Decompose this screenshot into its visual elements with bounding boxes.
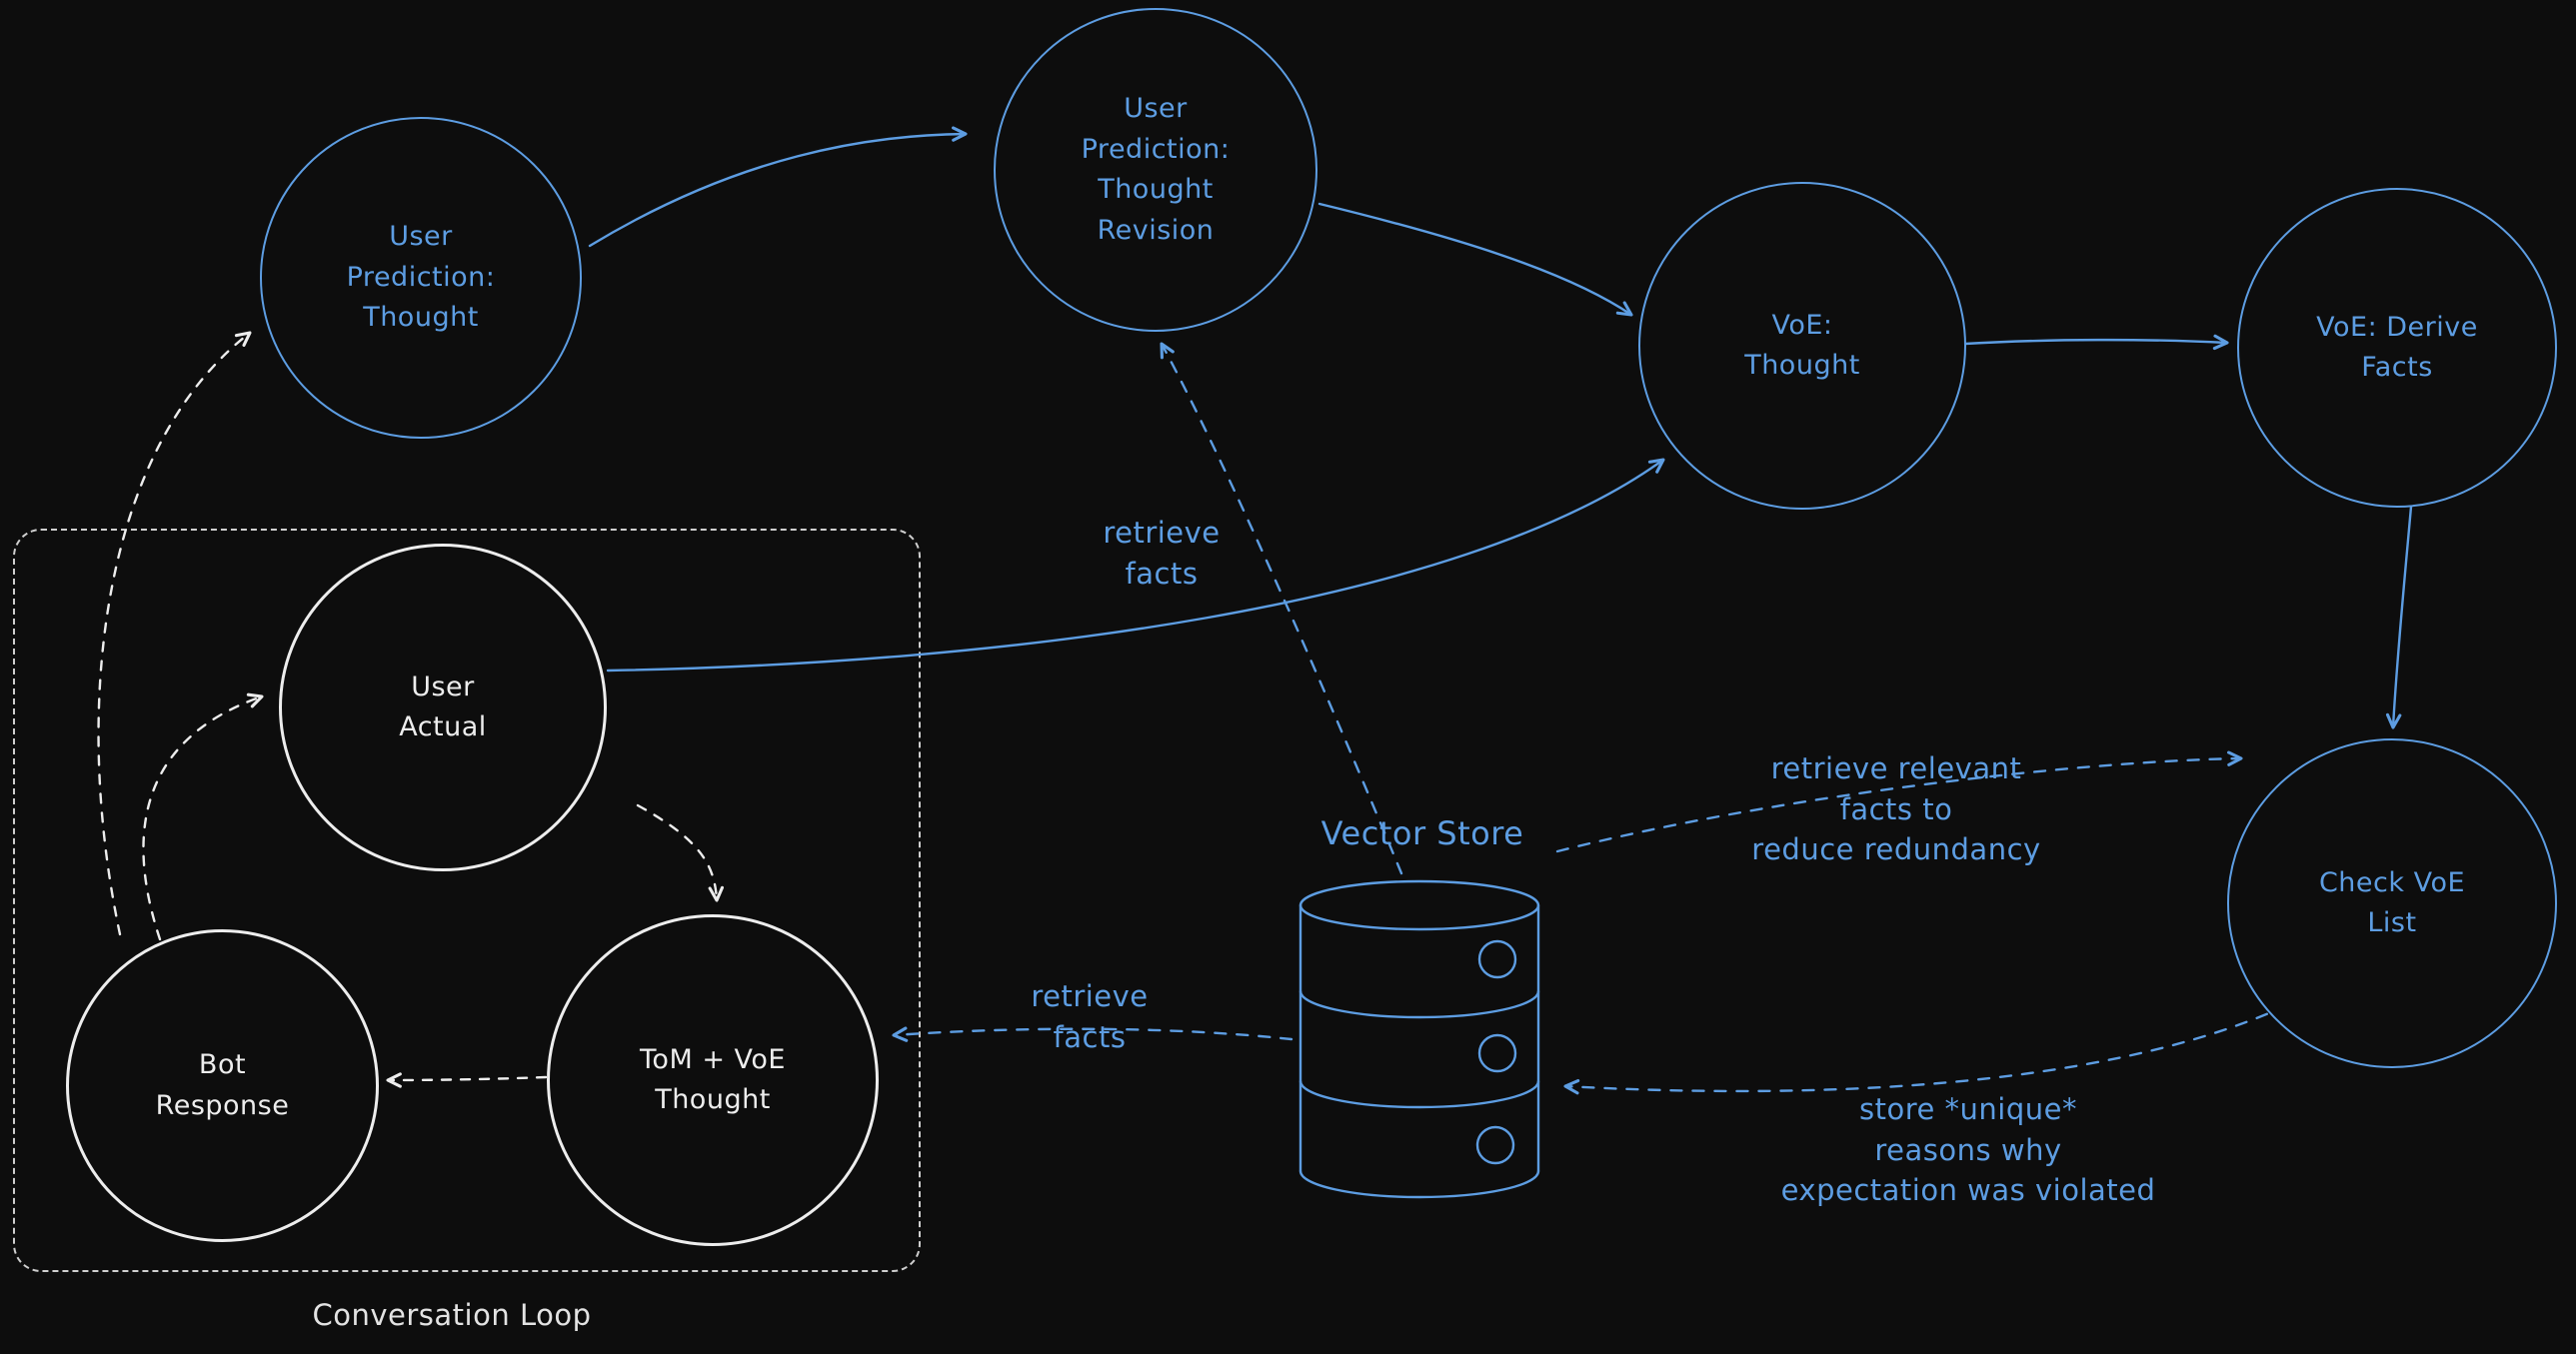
- node-label: ToM + VoE Thought: [640, 1043, 786, 1116]
- retrieve-facts-side-label: retrieve facts: [1031, 979, 1149, 1054]
- cylinder-dot-2: [1477, 1033, 1517, 1073]
- node-voe-derive-facts: VoE: Derive Facts: [2237, 188, 2557, 508]
- retrieve-relevant-label: retrieve relevant facts to reduce redund…: [1751, 751, 2041, 867]
- arrow-user-actual-to-tom: [636, 803, 725, 902]
- arrow-store-to-revision-retrieve: [1160, 342, 1403, 875]
- node-voe-thought: VoE: Thought: [1638, 182, 1966, 510]
- cylinder-bottom: [1298, 1169, 1540, 1199]
- arrow-store-to-tom-retrieve: [892, 1026, 1293, 1042]
- node-label: User Prediction: Thought: [346, 221, 496, 334]
- cylinder-divider-1: [1298, 989, 1540, 1019]
- conversation-loop-box: [13, 529, 921, 1272]
- dashed-blue-arrows: [892, 342, 2289, 1095]
- retrieve-facts-top-label: retrieve facts: [1103, 516, 1221, 591]
- arrow-voe-thought-to-derive-facts: [1963, 334, 2229, 351]
- arrow-prediction-to-revision: [588, 126, 968, 248]
- vector-store-icon: [1298, 879, 1540, 1199]
- arrow-bot-response-to-user-actual: [142, 692, 264, 941]
- cylinder-divider-2: [1298, 1079, 1540, 1109]
- node-label: VoE: Thought: [1744, 309, 1860, 382]
- node-label: Bot Response: [155, 1049, 290, 1121]
- node-user-prediction-thought-revision: User Prediction: Thought Revision: [994, 8, 1317, 332]
- cylinder-dot-1: [1477, 939, 1517, 979]
- node-user-prediction-thought: User Prediction: Thought: [260, 117, 582, 439]
- arrow-tom-to-bot-response: [386, 1072, 548, 1088]
- node-user-actual: User Actual: [279, 544, 607, 871]
- node-label: Check VoE List: [2318, 866, 2466, 939]
- dashed-white-arrows: [97, 331, 725, 1088]
- vector-store-label: Vector Store: [1320, 814, 1524, 852]
- node-label: User Prediction: Thought Revision: [1081, 93, 1231, 246]
- node-label: VoE: Derive Facts: [2316, 311, 2478, 384]
- solid-arrows: [588, 126, 2413, 729]
- arrow-check-list-to-store-save: [1563, 1003, 2289, 1095]
- cylinder-dot-3: [1475, 1125, 1515, 1165]
- node-check-voe-list: Check VoE List: [2227, 738, 2557, 1068]
- node-label: User Actual: [399, 671, 487, 743]
- conversation-loop-label: Conversation Loop: [312, 1298, 592, 1332]
- arrow-derive-facts-to-check-list: [2385, 505, 2413, 729]
- node-bot-response: Bot Response: [66, 929, 379, 1242]
- arrow-user-actual-to-voe-thought: [606, 458, 1665, 673]
- store-unique-label: store *unique* reasons why expectation w…: [1780, 1092, 2156, 1208]
- cylinder-top: [1298, 879, 1540, 931]
- arrow-loop-to-user-prediction: [97, 331, 252, 936]
- node-tom-voe-thought: ToM + VoE Thought: [547, 914, 879, 1246]
- arrow-revision-to-voe-thought: [1317, 202, 1633, 317]
- arrow-store-to-check-list-retrieve: [1555, 750, 2243, 853]
